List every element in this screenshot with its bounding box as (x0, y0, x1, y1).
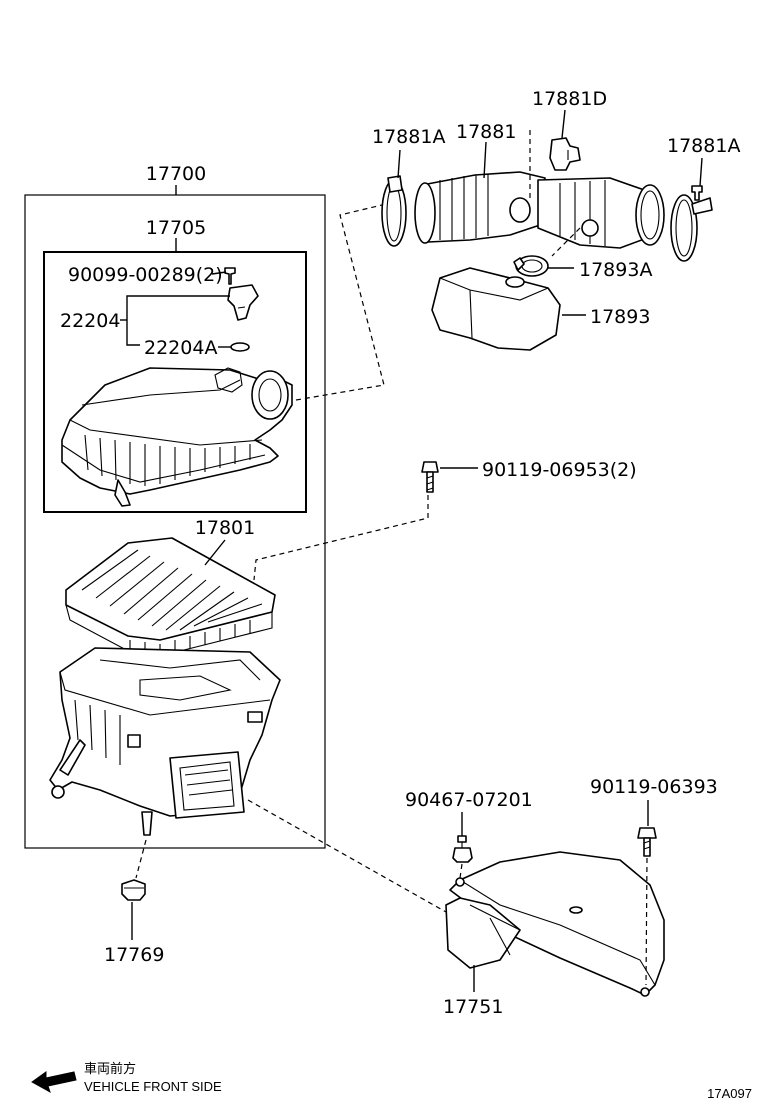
label-17705: 17705 (146, 217, 206, 239)
dash-cap-to-hose (295, 204, 385, 401)
air-cleaner-case-drawing (49, 647, 281, 836)
label-17769: 17769 (104, 944, 164, 966)
dash-90119-06393 (645, 857, 648, 986)
legend-english: VEHICLE FRONT SIDE (84, 1079, 222, 1094)
leader-17881 (483, 141, 487, 179)
leader-90099 (211, 271, 227, 275)
label-17700: 17700 (146, 163, 206, 185)
dash-17893A (551, 227, 581, 257)
clip-90467-07201 (452, 835, 473, 863)
bolt-90119-06393 (637, 827, 657, 857)
label-17751: 17751 (443, 996, 503, 1018)
leader-17881A-left (397, 149, 401, 179)
label-22204: 22204 (60, 310, 120, 332)
label-90099-00289: 90099-00289(2) (68, 264, 223, 286)
label-90467-07201: 90467-07201 (405, 789, 533, 811)
drawing-code: 17A097 (707, 1086, 752, 1101)
assembly-box-17705 (43, 251, 307, 513)
air-cleaner-cap-drawing (61, 367, 293, 507)
assembly-box-17700 (24, 194, 326, 849)
label-17881A-left: 17881A (372, 126, 445, 148)
label-17801: 17801 (195, 517, 255, 539)
leader-17881A-right (699, 157, 703, 187)
label-90119-06953: 90119-06953(2) (482, 459, 637, 481)
dash-17769 (135, 839, 147, 879)
filter-element-drawing (65, 537, 276, 657)
dash-90467 (459, 863, 463, 879)
leader-17881D (561, 109, 566, 139)
dash-bolt-to-case (253, 495, 429, 581)
screw-90099 (224, 267, 236, 285)
air-duct-17751 (445, 851, 665, 997)
label-22204A: 22204A (144, 337, 217, 359)
leader-22204-top (126, 295, 230, 320)
legend-japanese: 車両前方 (84, 1061, 136, 1076)
grommet-17769 (121, 879, 146, 901)
bolt-90119-06953 (421, 461, 439, 493)
resonator-17893 (431, 267, 561, 351)
vehicle-front-arrow-icon (31, 1071, 77, 1094)
mass-air-flow-sensor (227, 284, 259, 321)
leader-22204-bottom (126, 320, 140, 346)
o-ring-22204A (230, 342, 250, 352)
clamp-17893A (513, 255, 549, 277)
label-17893A: 17893A (579, 259, 652, 281)
label-17881: 17881 (456, 121, 516, 143)
leader-17801 (204, 539, 226, 566)
dash-case-to-duct (247, 799, 447, 913)
air-intake-hose-drawing (381, 171, 713, 262)
label-17881A-right: 17881A (667, 135, 740, 157)
label-17893: 17893 (590, 306, 650, 328)
screw-17881A-right (691, 185, 703, 201)
connector-17881D (549, 137, 581, 171)
label-90119-06393: 90119-06393 (590, 776, 718, 798)
label-17881D: 17881D (532, 88, 607, 110)
